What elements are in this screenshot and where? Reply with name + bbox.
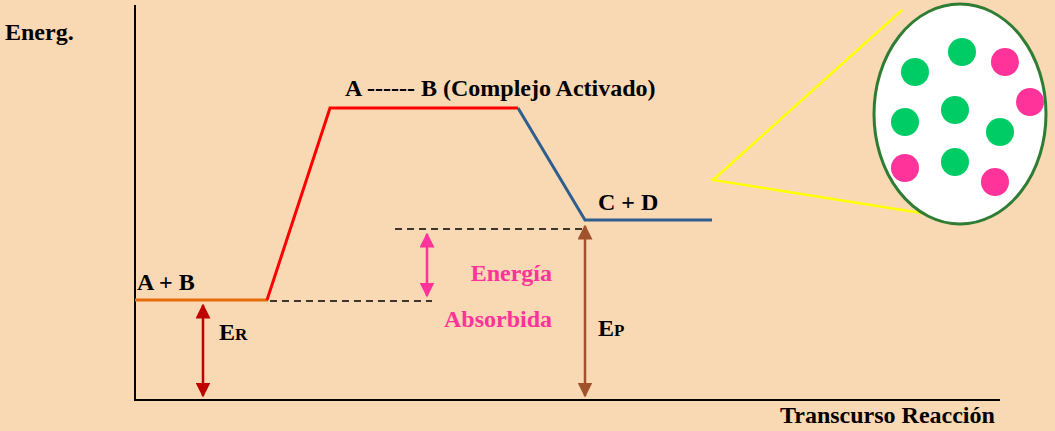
molecule-dots <box>891 48 1044 196</box>
energy-arrow <box>202 305 205 396</box>
energy-label: Energía Absorbida <box>400 250 552 342</box>
energy-arrow <box>584 226 587 396</box>
state-label: C + D <box>598 188 658 216</box>
energy-label: EP <box>598 314 624 345</box>
energy-arrow <box>426 234 429 296</box>
zoom-circle <box>874 4 1046 224</box>
x-axis <box>134 399 1000 401</box>
product-curve <box>518 108 712 220</box>
axis-label: Energ. <box>5 18 74 46</box>
state-label: A ------ B (Complejo Activado) <box>345 74 656 102</box>
axis-label: Transcurso Reacción <box>780 401 995 429</box>
reactant-level <box>135 299 268 302</box>
dashed-guide <box>270 300 432 302</box>
dashed-guide <box>395 228 585 230</box>
state-label: A + B <box>137 268 195 296</box>
y-axis <box>134 5 136 401</box>
energy-label: ER <box>219 318 247 349</box>
